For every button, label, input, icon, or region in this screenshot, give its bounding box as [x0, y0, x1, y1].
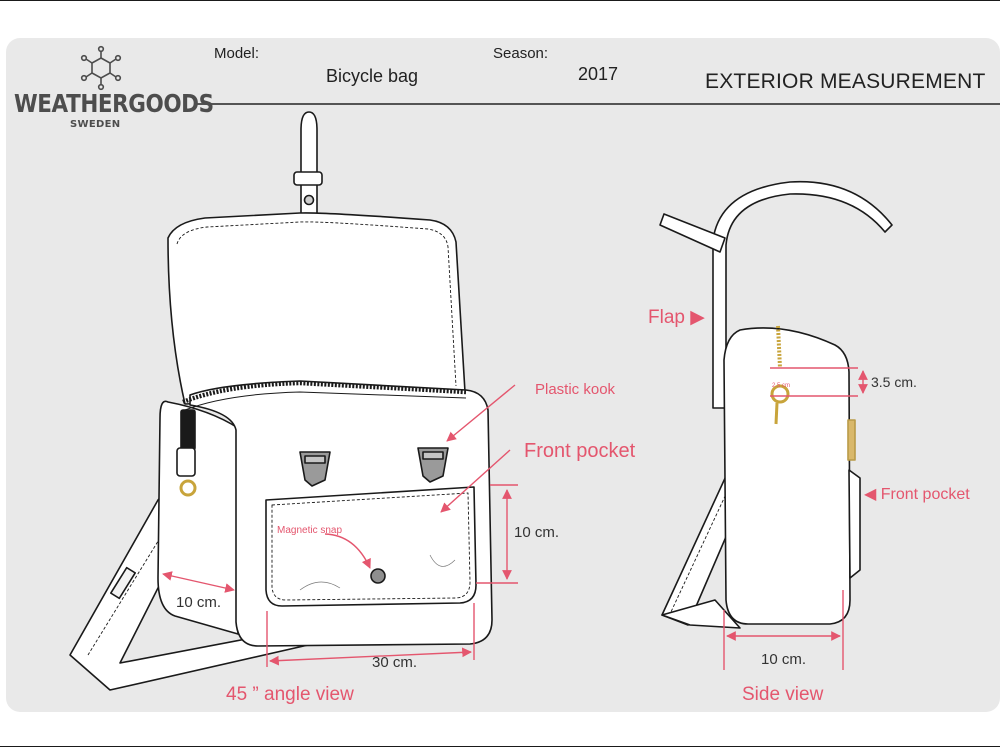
- bottom-border-line: [0, 746, 1000, 747]
- strap-keeper: [293, 171, 323, 186]
- side-front-pocket: [848, 469, 861, 579]
- rack-hook: [712, 180, 893, 409]
- model-value: Bicycle bag: [326, 66, 419, 86]
- model-label: Model:: [214, 45, 260, 62]
- zipper-pull: [180, 409, 196, 451]
- brand-name: WEATHERGOODS: [14, 89, 214, 118]
- angle-view-caption: 45 ” angle view: [226, 684, 354, 705]
- plastic-hook-left: [299, 451, 331, 487]
- dimension-hook-small: 2.5 cm: [772, 383, 791, 389]
- callout-flap: Flap ▶: [648, 307, 705, 328]
- header-rule: [196, 103, 1000, 105]
- document-title: EXTERIOR MEASUREMENT: [705, 70, 986, 93]
- magnetic-snap: [370, 568, 386, 584]
- callout-side-front-pocket: ◀ Front pocket: [864, 486, 970, 503]
- plastic-hook-right: [417, 447, 449, 483]
- season-label: Season:: [493, 45, 549, 62]
- side-view-drawing: [659, 180, 893, 629]
- brand-subtitle: SWEDEN: [70, 119, 121, 130]
- dimension-pocket-height: 10 cm.: [514, 524, 560, 541]
- callout-magnetic-snap: Magnetic snap: [277, 525, 343, 536]
- angle-view-drawing: [69, 111, 493, 691]
- callout-front-pocket: Front pocket: [524, 440, 636, 462]
- callout-plastic-hook: Plastic kook: [535, 381, 616, 398]
- strap-stud: [303, 194, 315, 206]
- front-pocket: [265, 486, 477, 607]
- side-view-dimensions: [723, 367, 868, 670]
- open-flap: [167, 212, 466, 405]
- flap-strap-tab: [300, 111, 318, 226]
- season-value: 2017: [578, 64, 619, 84]
- side-hook-ring: [770, 384, 790, 404]
- side-view-caption: Side view: [742, 684, 824, 705]
- dimension-front-width: 30 cm.: [372, 654, 418, 671]
- dimension-side-depth-10cm: 10 cm.: [761, 651, 807, 668]
- side-bag-body: [723, 327, 851, 625]
- top-border-line: [0, 0, 1000, 1]
- hook-grip: [659, 213, 726, 253]
- dimension-hook-gap: 3.5 cm.: [871, 374, 917, 390]
- dimension-side-depth: 10 cm.: [176, 594, 222, 611]
- brand-logo-icon: [80, 45, 122, 91]
- strap-ring: [179, 479, 197, 497]
- angle-view-dimensions: [162, 384, 518, 667]
